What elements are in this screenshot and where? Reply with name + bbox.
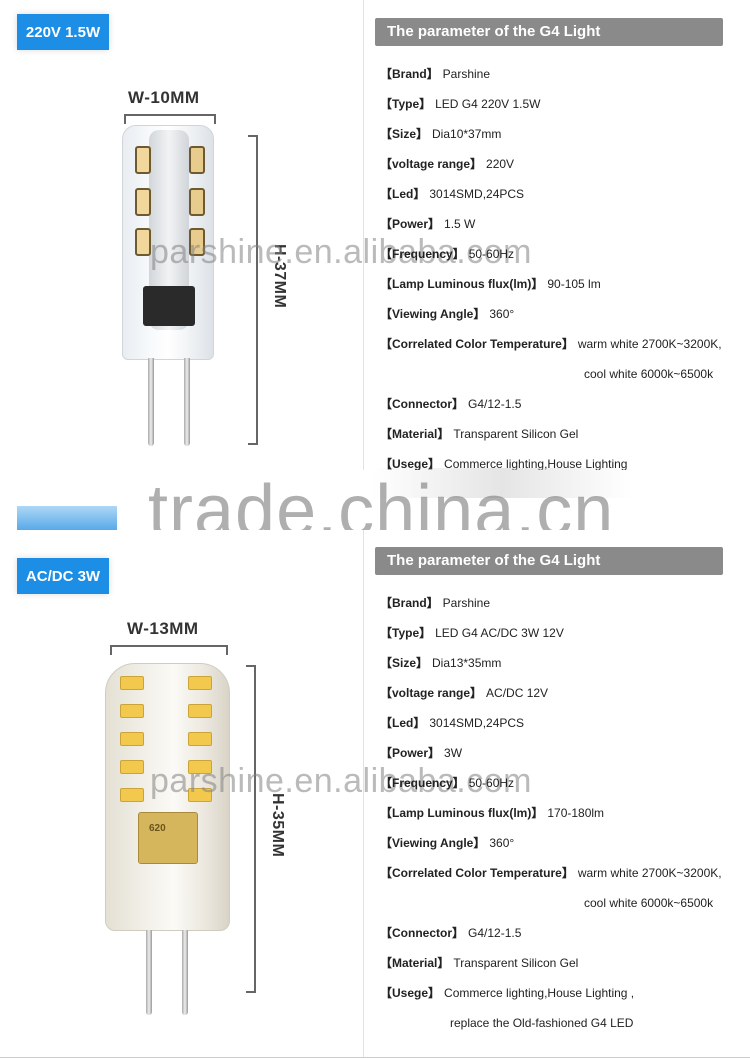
led-chip xyxy=(188,732,212,746)
param-color-temperature-cont: cool white 6000k~6500k xyxy=(584,896,714,910)
param-material: 【Material】Transparent Silicon Gel xyxy=(380,427,579,441)
param-voltage: 【voltage range】AC/DC 12V xyxy=(380,686,549,700)
param-led: 【Led】3014SMD,24PCS xyxy=(380,716,525,730)
width-dimension-bracket xyxy=(110,645,228,655)
led-bulb-image xyxy=(122,125,214,360)
product-section-1: 220V 1.5W W-10MM H-37MM parshine.en.alib… xyxy=(0,0,750,471)
led-chip xyxy=(188,676,212,690)
bulb-pin xyxy=(184,358,190,446)
width-dimension-label: W-13MM xyxy=(127,619,199,638)
param-type: 【Type】LED G4 220V 1.5W xyxy=(380,97,541,111)
bulb-pin xyxy=(146,930,152,1015)
param-size: 【Size】Dia10*37mm xyxy=(380,127,502,141)
param-power: 【Power】3W xyxy=(380,746,463,760)
width-dimension-label: W-10MM xyxy=(128,88,200,107)
bulb-base xyxy=(143,286,195,326)
watermark-text: parshine.en.alibaba.com xyxy=(150,233,532,271)
led-chip xyxy=(120,760,144,774)
led-chip xyxy=(120,676,144,690)
param-size: 【Size】Dia13*35mm xyxy=(380,656,502,670)
param-material: 【Material】Transparent Silicon Gel xyxy=(380,956,579,970)
param-led: 【Led】3014SMD,24PCS xyxy=(380,187,525,201)
product-badge: 220V 1.5W xyxy=(17,14,109,50)
param-color-temperature: 【Correlated Color Temperature】warm white… xyxy=(380,866,722,880)
parameter-header: The parameter of the G4 Light xyxy=(375,18,723,46)
param-color-temperature: 【Correlated Color Temperature】warm white… xyxy=(380,337,722,351)
param-frequency: 【Frequency】50-60Hz xyxy=(380,247,515,261)
led-chip xyxy=(135,228,151,256)
led-chip xyxy=(188,788,212,802)
led-chip xyxy=(135,188,151,216)
led-chip xyxy=(189,146,205,174)
param-luminous-flux: 【Lamp Luminous flux(lm)】90-105 lm xyxy=(380,277,601,291)
param-luminous-flux: 【Lamp Luminous flux(lm)】170-180lm xyxy=(380,806,605,820)
led-chip xyxy=(188,760,212,774)
parameter-header: The parameter of the G4 Light xyxy=(375,547,723,575)
param-power: 【Power】1.5 W xyxy=(380,217,476,231)
bulb-pin xyxy=(148,358,154,446)
watermark-text: parshine.en.alibaba.com xyxy=(150,762,532,800)
capacitor: 620 xyxy=(138,812,198,864)
led-chip xyxy=(189,188,205,216)
decorative-strip xyxy=(372,468,632,498)
led-chip xyxy=(120,704,144,718)
height-dimension-bracket xyxy=(246,665,256,993)
column-divider xyxy=(363,0,364,470)
height-dimension-label: H-35MM xyxy=(269,793,286,858)
led-chip xyxy=(189,228,205,256)
param-frequency: 【Frequency】50-60Hz xyxy=(380,776,515,790)
param-type: 【Type】LED G4 AC/DC 3W 12V xyxy=(380,626,564,640)
param-brand: 【Brand】Parshine xyxy=(380,596,491,610)
column-divider xyxy=(363,530,364,1058)
param-usege-cont: replace the Old-fashioned G4 LED xyxy=(450,1016,634,1030)
led-bulb-image: 620 xyxy=(105,663,230,931)
product-badge: AC/DC 3W xyxy=(17,558,109,594)
param-voltage: 【voltage range】220V xyxy=(380,157,515,171)
param-viewing-angle: 【Viewing Angle】360° xyxy=(380,836,515,850)
param-viewing-angle: 【Viewing Angle】360° xyxy=(380,307,515,321)
param-connector: 【Connector】G4/12-1.5 xyxy=(380,397,522,411)
bulb-pin xyxy=(182,930,188,1015)
separator-band xyxy=(0,470,750,530)
param-usege: 【Usege】Commerce lighting,House Lighting … xyxy=(380,986,635,1000)
height-dimension-bracket xyxy=(248,135,258,445)
param-brand: 【Brand】Parshine xyxy=(380,67,491,81)
led-chip xyxy=(188,704,212,718)
led-chip xyxy=(120,732,144,746)
param-connector: 【Connector】G4/12-1.5 xyxy=(380,926,522,940)
product-section-2: AC/DC 3W W-13MM H-35MM 620 parshine.en.a… xyxy=(0,530,750,1058)
param-color-temperature-cont: cool white 6000k~6500k xyxy=(584,367,714,381)
led-chip xyxy=(135,146,151,174)
capacitor-marking: 620 xyxy=(149,823,166,834)
decorative-bar xyxy=(17,506,117,530)
param-usege: 【Usege】Commerce lighting,House Lighting xyxy=(380,457,628,471)
width-dimension-bracket xyxy=(124,114,216,124)
led-chip xyxy=(120,788,144,802)
